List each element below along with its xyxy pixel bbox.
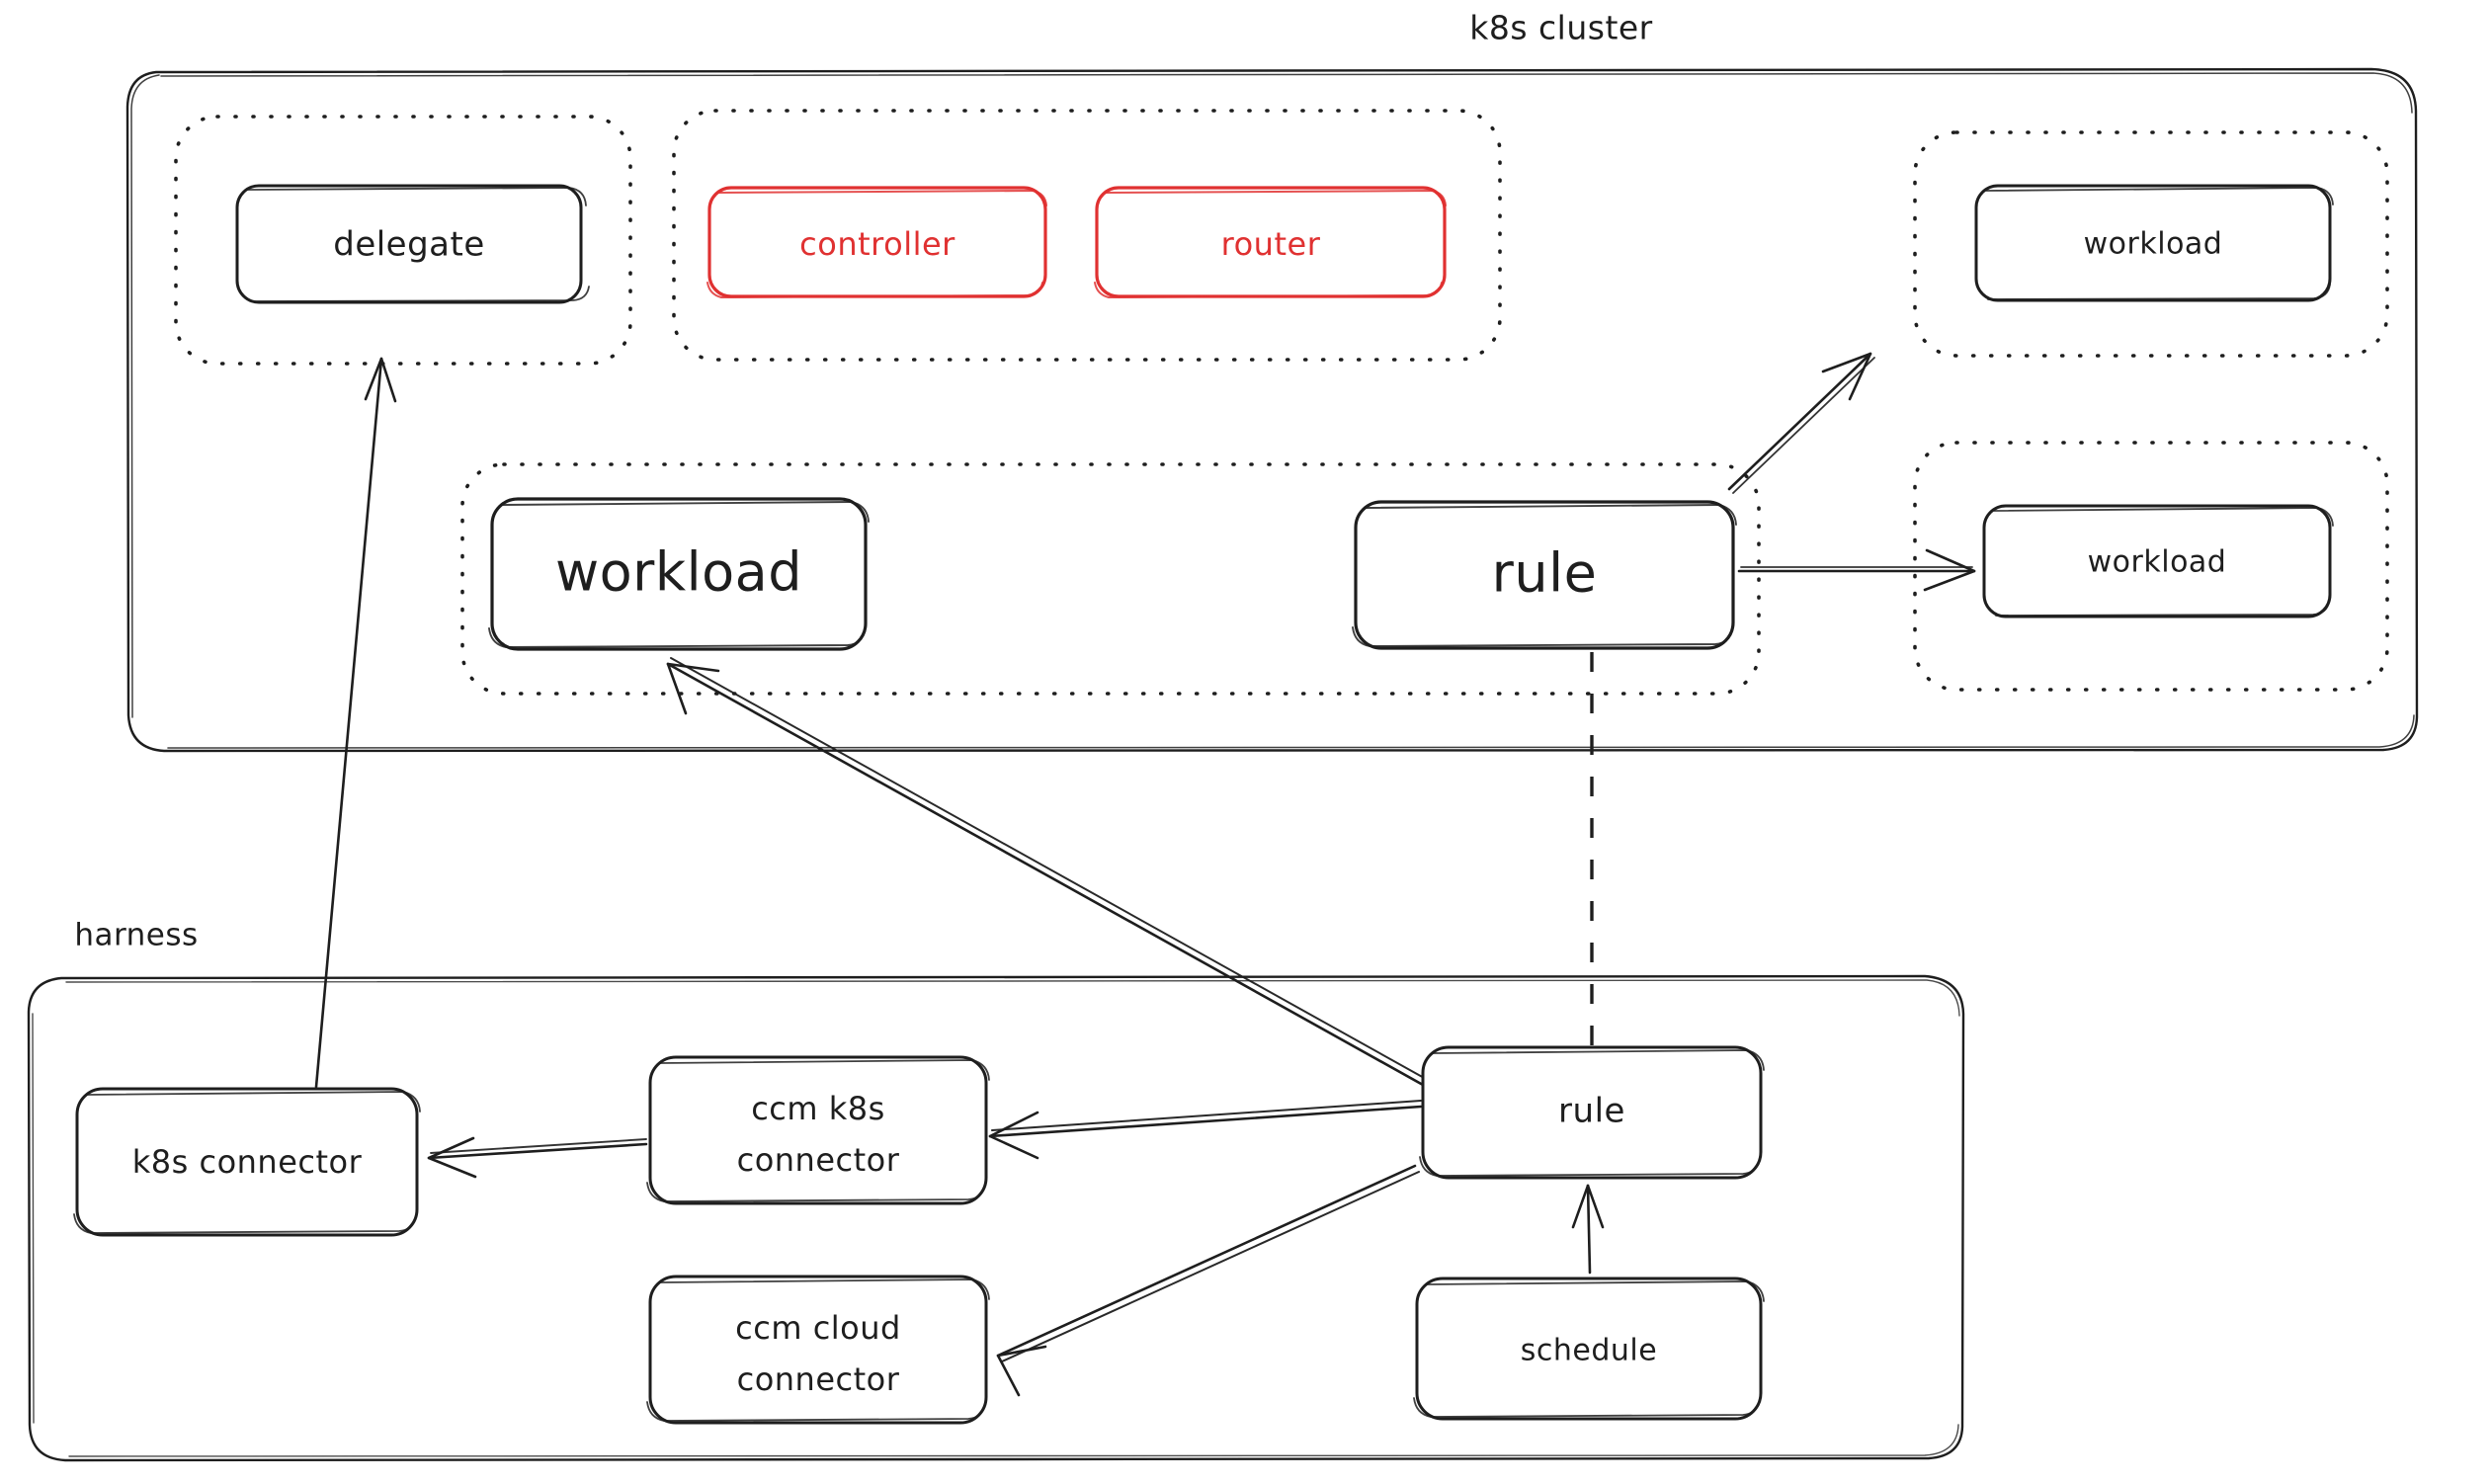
namespace-workload-bottom-right bbox=[1913, 441, 2389, 692]
node-rule-cluster-box-sketch bbox=[1352, 504, 1737, 647]
node-k8s-connector-box[interactable] bbox=[75, 1087, 419, 1237]
namespace-control-plane-border bbox=[672, 109, 1502, 362]
node-workload-bottom-right-label: workload bbox=[2088, 545, 2227, 580]
namespace-workload-bottom-right-border bbox=[1913, 441, 2389, 692]
node-rule-harness-box[interactable] bbox=[1421, 1045, 1763, 1180]
node-rule-harness-label: rule bbox=[1558, 1092, 1625, 1131]
edge-line-sketch bbox=[991, 1100, 1422, 1131]
k8s-cluster-border-sketch bbox=[130, 72, 2415, 749]
namespace-workload-mid-border bbox=[460, 462, 1761, 696]
arrowhead bbox=[1571, 1184, 1605, 1229]
node-workload-mid-label: workload bbox=[555, 541, 802, 604]
node-ccm-k8s-connector-label-line2: connector bbox=[737, 1141, 900, 1179]
namespace-control-plane bbox=[672, 109, 1502, 362]
node-router[interactable]: router bbox=[1094, 186, 1447, 299]
node-controller-box-sketch bbox=[706, 189, 1047, 299]
node-ccm-cloud-connector-box[interactable] bbox=[648, 1275, 988, 1425]
node-workload-bottom-right-box[interactable] bbox=[1982, 504, 2332, 618]
node-schedule-box-sketch bbox=[1413, 1280, 1765, 1418]
edge-line bbox=[314, 357, 383, 1089]
node-rule-cluster[interactable]: rule bbox=[1352, 500, 1737, 650]
node-workload-mid-box-sketch bbox=[488, 501, 870, 648]
node-ccm-cloud-connector[interactable]: ccm cloud connector bbox=[646, 1275, 990, 1425]
node-rule-harness-box-sketch bbox=[1419, 1049, 1765, 1177]
node-delegate-label: delegate bbox=[333, 225, 485, 265]
edge-rule-harness-to-ccm-cloud-connector bbox=[996, 1164, 1420, 1397]
edge-line-sketch bbox=[670, 657, 1427, 1080]
group-harness: harness bbox=[27, 918, 1965, 1462]
node-delegate[interactable]: delegate bbox=[235, 184, 590, 304]
edge-rule-cluster-to-workload-top-right bbox=[1727, 352, 1875, 494]
node-ccm-cloud-connector-label-line1: ccm cloud bbox=[735, 1309, 901, 1347]
harness-label: harness bbox=[74, 918, 198, 953]
node-router-label: router bbox=[1221, 225, 1321, 263]
k8s-cluster-label: k8s cluster bbox=[1469, 9, 1653, 47]
node-workload-bottom-right-box-sketch bbox=[1993, 507, 2334, 617]
node-k8s-connector-box-sketch bbox=[73, 1091, 421, 1234]
node-schedule[interactable]: schedule bbox=[1413, 1277, 1765, 1421]
edge-line bbox=[666, 662, 1425, 1087]
arrowhead bbox=[427, 1136, 477, 1179]
edge-k8s-connector-to-delegate bbox=[314, 357, 397, 1089]
node-workload-top-right-label: workload bbox=[2084, 227, 2223, 262]
namespace-workload-top-right bbox=[1913, 130, 2389, 358]
namespace-workload-mid bbox=[460, 462, 1761, 696]
edge-line bbox=[427, 1142, 648, 1160]
node-workload-top-right[interactable]: workload bbox=[1974, 184, 2334, 302]
node-schedule-label: schedule bbox=[1521, 1334, 1657, 1368]
arrowhead bbox=[1923, 548, 1976, 592]
node-delegate-box[interactable] bbox=[235, 184, 583, 304]
node-ccm-cloud-connector-label-line2: connector bbox=[737, 1360, 900, 1398]
node-controller[interactable]: controller bbox=[706, 186, 1047, 299]
node-rule-harness[interactable]: rule bbox=[1419, 1045, 1765, 1180]
edge-rule-cluster-to-workload-bottom-right bbox=[1737, 548, 1976, 592]
arrowhead bbox=[364, 357, 397, 403]
harness-border bbox=[27, 974, 1965, 1462]
edge-line-sketch bbox=[1732, 357, 1875, 494]
node-workload-mid-box[interactable] bbox=[490, 497, 868, 651]
arrowhead bbox=[1821, 352, 1872, 401]
node-schedule-box[interactable] bbox=[1415, 1277, 1763, 1421]
node-ccm-k8s-connector-box-sketch bbox=[646, 1059, 990, 1202]
node-ccm-k8s-connector-box[interactable] bbox=[648, 1055, 988, 1205]
node-ccm-cloud-connector-box-sketch bbox=[646, 1278, 990, 1422]
k8s-cluster-border bbox=[125, 67, 2419, 753]
edge-rule-harness-to-ccm-k8s-connector bbox=[988, 1100, 1423, 1160]
edge-schedule-to-rule-harness bbox=[1571, 1184, 1605, 1275]
node-router-box-sketch bbox=[1094, 189, 1447, 299]
node-rule-cluster-box[interactable] bbox=[1354, 500, 1735, 650]
node-k8s-connector[interactable]: k8s connector bbox=[73, 1087, 421, 1237]
node-ccm-k8s-connector-label-line1: ccm k8s bbox=[751, 1090, 885, 1127]
edge-line bbox=[1727, 352, 1872, 491]
node-ccm-k8s-connector[interactable]: ccm k8s connector bbox=[646, 1055, 990, 1205]
edge-line-sketch bbox=[1001, 1171, 1420, 1362]
node-workload-bottom-right[interactable]: workload bbox=[1982, 504, 2334, 618]
node-rule-cluster-label: rule bbox=[1492, 542, 1598, 605]
edge-line bbox=[996, 1164, 1417, 1358]
node-delegate-box-sketch bbox=[246, 187, 590, 302]
edge-line bbox=[988, 1105, 1423, 1138]
edge-line bbox=[1586, 1184, 1592, 1275]
edge-rule-harness-to-workload-mid bbox=[666, 657, 1427, 1087]
node-workload-mid[interactable]: workload bbox=[488, 497, 870, 651]
harness-border-sketch bbox=[32, 979, 1960, 1457]
node-workload-top-right-box-sketch bbox=[1985, 187, 2334, 300]
arrowhead bbox=[666, 662, 720, 715]
node-controller-label: controller bbox=[799, 225, 955, 263]
arrowhead bbox=[988, 1111, 1039, 1160]
namespace-workload-top-right-border bbox=[1913, 130, 2389, 358]
node-k8s-connector-label: k8s connector bbox=[132, 1143, 363, 1181]
edge-line-sketch bbox=[430, 1138, 647, 1154]
edge-ccm-k8s-connector-to-k8s-connector bbox=[427, 1136, 648, 1179]
node-workload-top-right-box[interactable] bbox=[1974, 184, 2332, 302]
arrowhead bbox=[996, 1345, 1047, 1397]
group-k8s-cluster: k8s cluster bbox=[125, 9, 2419, 753]
